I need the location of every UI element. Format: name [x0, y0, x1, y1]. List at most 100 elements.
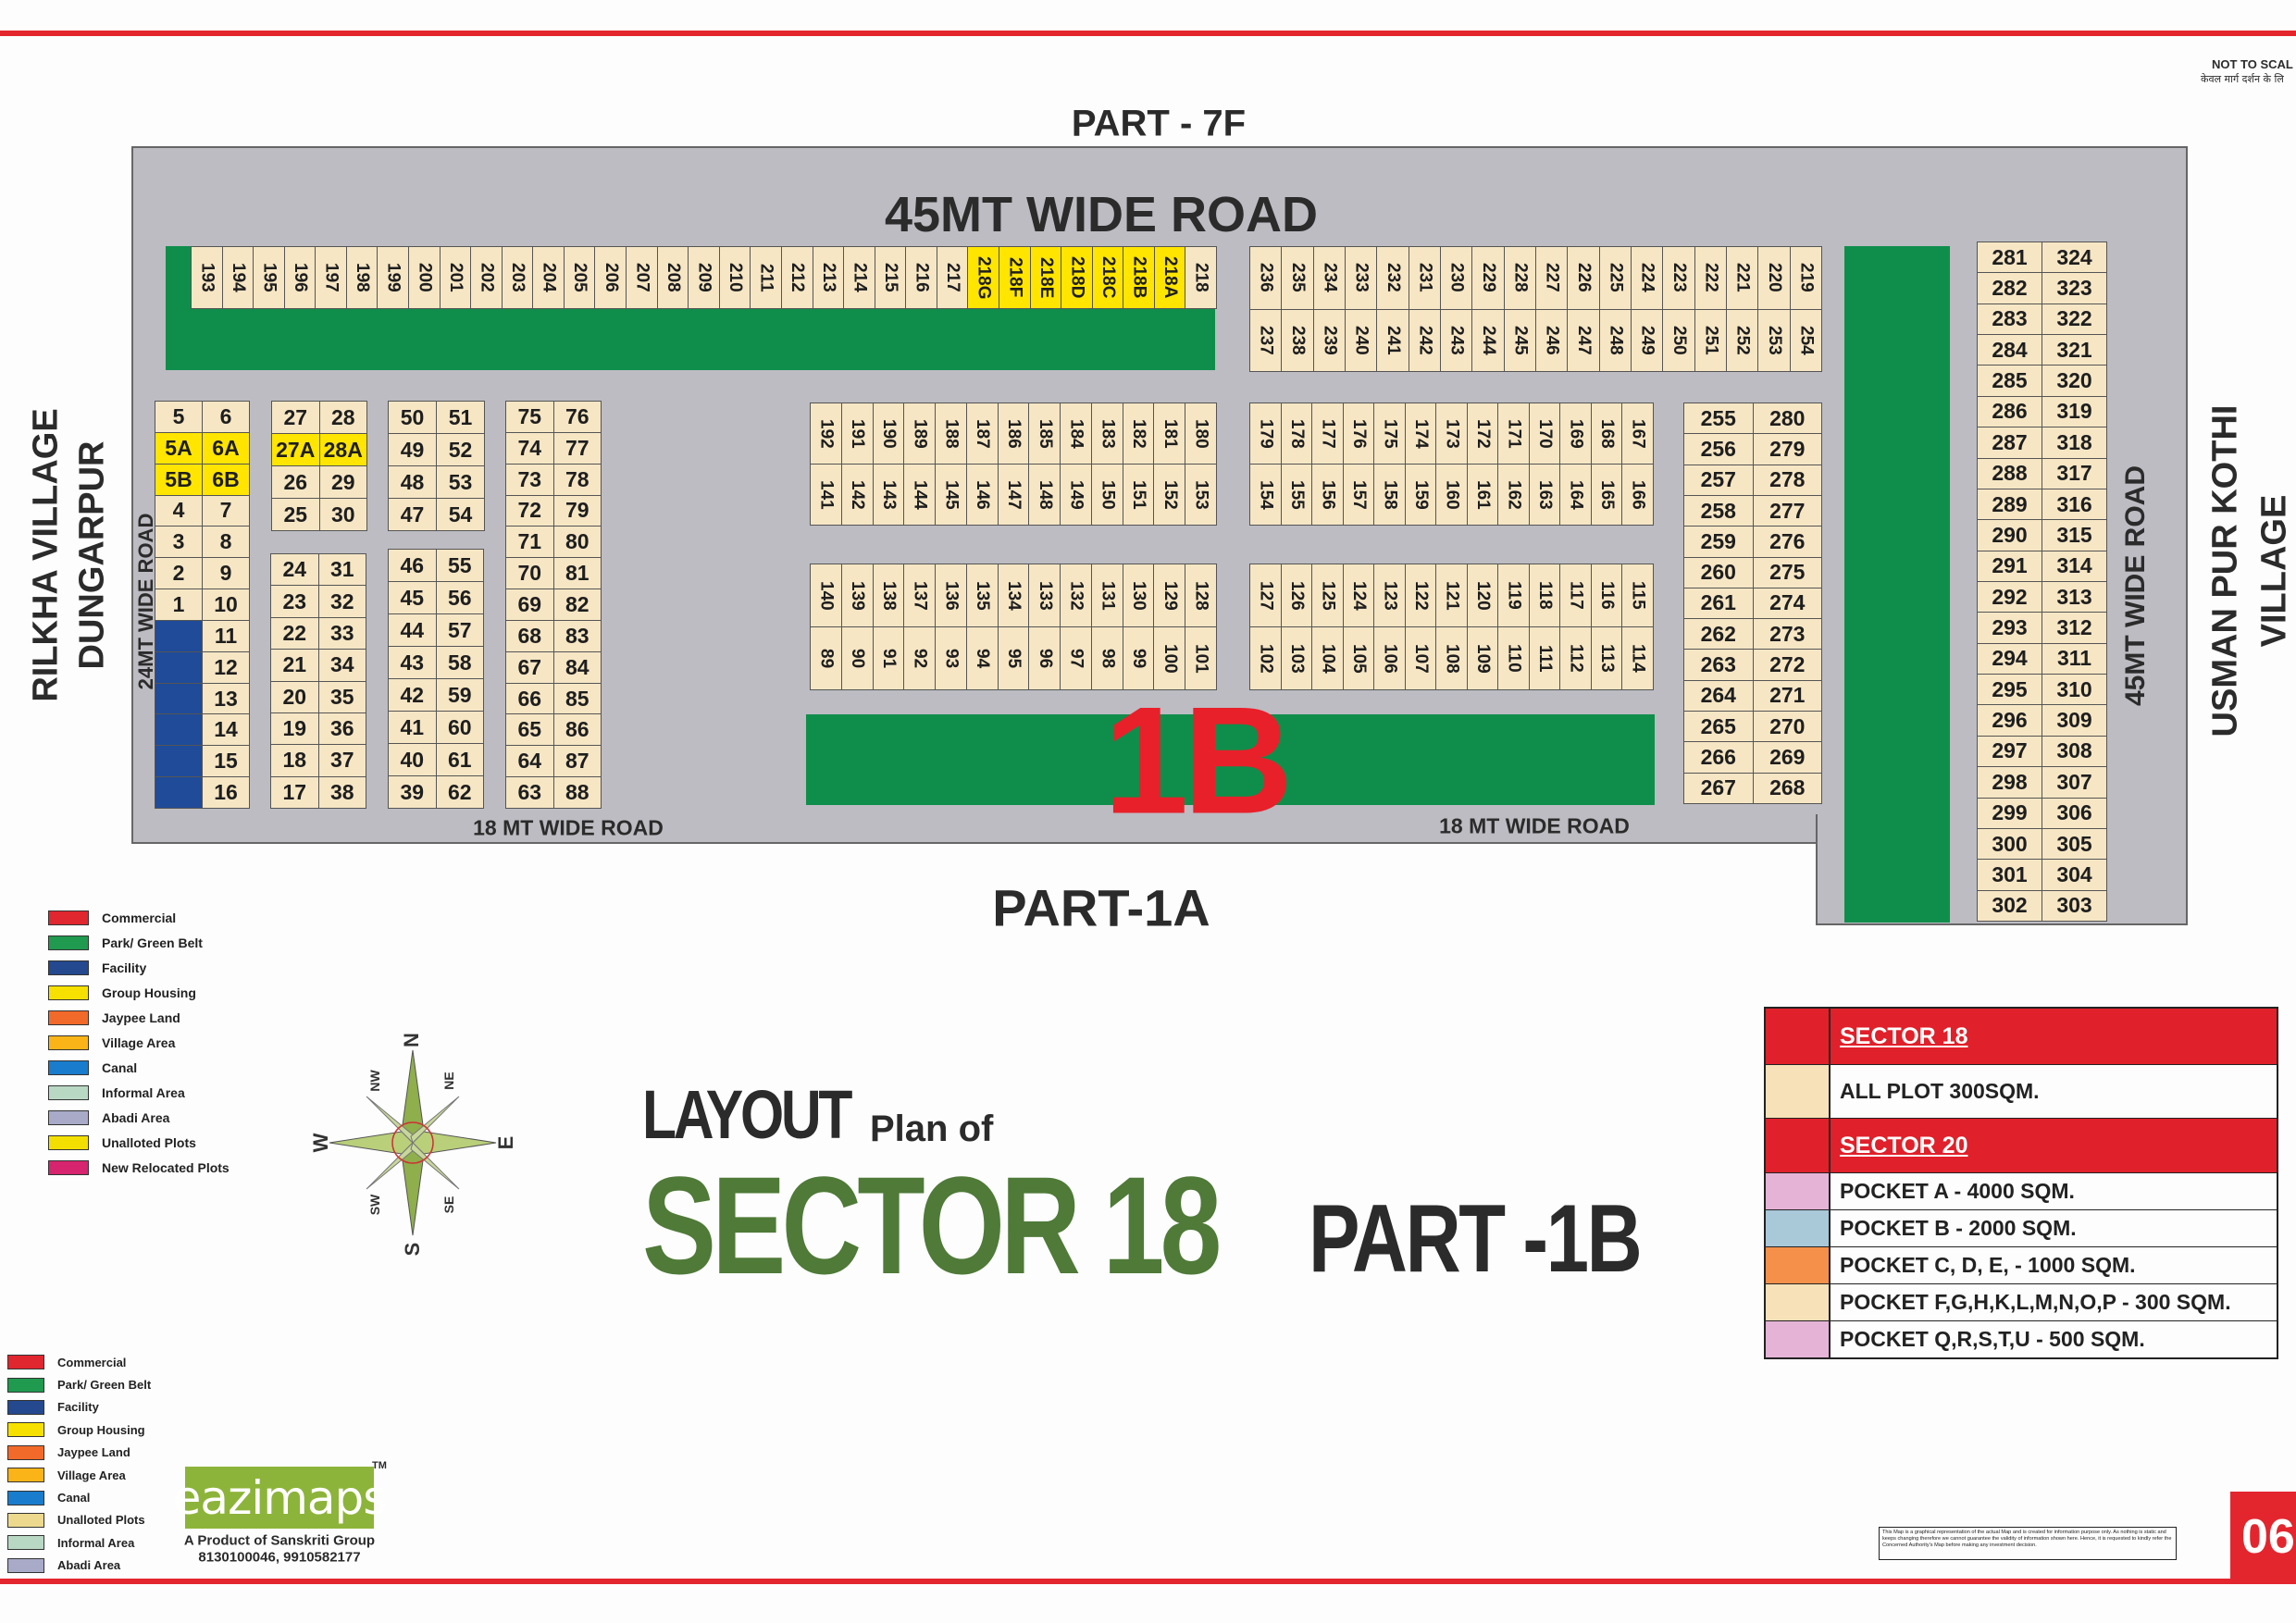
plot-165[interactable]: 165: [1591, 465, 1622, 525]
plot-317[interactable]: 317: [2042, 458, 2106, 489]
plot-177[interactable]: 177: [1312, 403, 1343, 464]
plot-304[interactable]: 304: [2042, 860, 2106, 890]
plot-122[interactable]: 122: [1405, 564, 1436, 626]
plot-112[interactable]: 112: [1560, 627, 1591, 689]
plot-1[interactable]: 1: [155, 589, 202, 620]
plot-6B[interactable]: 6B: [203, 464, 249, 495]
plot-290[interactable]: 290: [1978, 520, 2042, 551]
plot-298[interactable]: 298: [1978, 767, 2042, 798]
plot-205[interactable]: 205: [564, 247, 595, 308]
plot-299[interactable]: 299: [1978, 798, 2042, 828]
plot-253[interactable]: 253: [1758, 309, 1790, 371]
plot-218G[interactable]: 218G: [968, 247, 999, 308]
plot-268[interactable]: 268: [1753, 773, 1821, 803]
plot-6A[interactable]: 6A: [203, 432, 249, 464]
plot-217[interactable]: 217: [937, 247, 968, 308]
plot-35[interactable]: 35: [318, 681, 366, 712]
plot-288[interactable]: 288: [1978, 458, 2042, 489]
plot-85[interactable]: 85: [553, 683, 601, 714]
plot-57[interactable]: 57: [436, 614, 483, 646]
plot-116[interactable]: 116: [1591, 564, 1622, 626]
plot-263[interactable]: 263: [1684, 650, 1753, 680]
plot-279[interactable]: 279: [1753, 434, 1821, 465]
plot-24[interactable]: 24: [271, 554, 318, 586]
plot-275[interactable]: 275: [1753, 557, 1821, 588]
plot-243[interactable]: 243: [1440, 309, 1472, 371]
plot-151[interactable]: 151: [1123, 465, 1154, 525]
plot-229[interactable]: 229: [1472, 247, 1504, 309]
plot-235[interactable]: 235: [1282, 247, 1313, 309]
plot-310[interactable]: 310: [2042, 675, 2106, 705]
plot-218C[interactable]: 218C: [1092, 247, 1123, 308]
plot-28A[interactable]: 28A: [319, 434, 366, 465]
plot-208[interactable]: 208: [657, 247, 689, 308]
plot-90[interactable]: 90: [841, 627, 873, 689]
plot-30[interactable]: 30: [319, 499, 366, 530]
plot-39[interactable]: 39: [389, 776, 436, 808]
plot-294[interactable]: 294: [1978, 643, 2042, 675]
plot-225[interactable]: 225: [1599, 247, 1631, 309]
plot-264[interactable]: 264: [1684, 680, 1753, 712]
plot-248[interactable]: 248: [1599, 309, 1631, 371]
plot-283[interactable]: 283: [1978, 304, 2042, 335]
plot-44[interactable]: 44: [389, 614, 436, 646]
plot-92[interactable]: 92: [904, 627, 936, 689]
plot-322[interactable]: 322: [2042, 304, 2106, 335]
plot-306[interactable]: 306: [2042, 798, 2106, 828]
plot-167[interactable]: 167: [1622, 403, 1653, 464]
plot-172[interactable]: 172: [1467, 403, 1498, 464]
plot-274[interactable]: 274: [1753, 588, 1821, 619]
plot-118[interactable]: 118: [1529, 564, 1560, 626]
plot-286[interactable]: 286: [1978, 396, 2042, 427]
plot-3[interactable]: 3: [155, 527, 202, 558]
plot-176[interactable]: 176: [1343, 403, 1374, 464]
plot-230[interactable]: 230: [1440, 247, 1472, 309]
plot-88[interactable]: 88: [553, 777, 601, 808]
plot-239[interactable]: 239: [1313, 309, 1345, 371]
plot-259[interactable]: 259: [1684, 527, 1753, 557]
plot-161[interactable]: 161: [1467, 465, 1498, 525]
plot-163[interactable]: 163: [1529, 465, 1560, 525]
plot-182[interactable]: 182: [1123, 403, 1154, 464]
plot-130[interactable]: 130: [1123, 564, 1154, 626]
plot-79[interactable]: 79: [553, 495, 601, 527]
plot-267[interactable]: 267: [1684, 773, 1753, 803]
plot-144[interactable]: 144: [904, 465, 936, 525]
plot-199[interactable]: 199: [378, 247, 409, 308]
plot-194[interactable]: 194: [222, 247, 254, 308]
plot-139[interactable]: 139: [841, 564, 873, 626]
plot-174[interactable]: 174: [1405, 403, 1436, 464]
plot-281[interactable]: 281: [1978, 242, 2042, 273]
plot-170[interactable]: 170: [1529, 403, 1560, 464]
plot-262[interactable]: 262: [1684, 619, 1753, 650]
plot-75[interactable]: 75: [506, 402, 553, 432]
plot-87[interactable]: 87: [553, 746, 601, 777]
plot-5B[interactable]: 5B: [155, 464, 202, 495]
plot-216[interactable]: 216: [906, 247, 937, 308]
plot-114[interactable]: 114: [1622, 627, 1653, 689]
plot-173[interactable]: 173: [1436, 403, 1467, 464]
plot-164[interactable]: 164: [1560, 465, 1591, 525]
plot-252[interactable]: 252: [1726, 309, 1758, 371]
plot-238[interactable]: 238: [1282, 309, 1313, 371]
plot-142[interactable]: 142: [841, 465, 873, 525]
plot-307[interactable]: 307: [2042, 767, 2106, 798]
plot-160[interactable]: 160: [1436, 465, 1467, 525]
plot-292[interactable]: 292: [1978, 581, 2042, 613]
plot-111[interactable]: 111: [1529, 627, 1560, 689]
plot-158[interactable]: 158: [1374, 465, 1405, 525]
plot-76[interactable]: 76: [553, 402, 601, 432]
plot-40[interactable]: 40: [389, 744, 436, 775]
plot-22[interactable]: 22: [271, 617, 318, 650]
plot-169[interactable]: 169: [1560, 403, 1591, 464]
plot-16[interactable]: 16: [203, 777, 249, 808]
plot-308[interactable]: 308: [2042, 736, 2106, 767]
plot-302[interactable]: 302: [1978, 890, 2042, 921]
plot-232[interactable]: 232: [1377, 247, 1409, 309]
plot-69[interactable]: 69: [506, 589, 553, 620]
plot-140[interactable]: 140: [811, 564, 841, 626]
plot-96[interactable]: 96: [1029, 627, 1061, 689]
plot-184[interactable]: 184: [1061, 403, 1091, 464]
plot-103[interactable]: 103: [1281, 627, 1312, 689]
plot-23[interactable]: 23: [271, 586, 318, 617]
